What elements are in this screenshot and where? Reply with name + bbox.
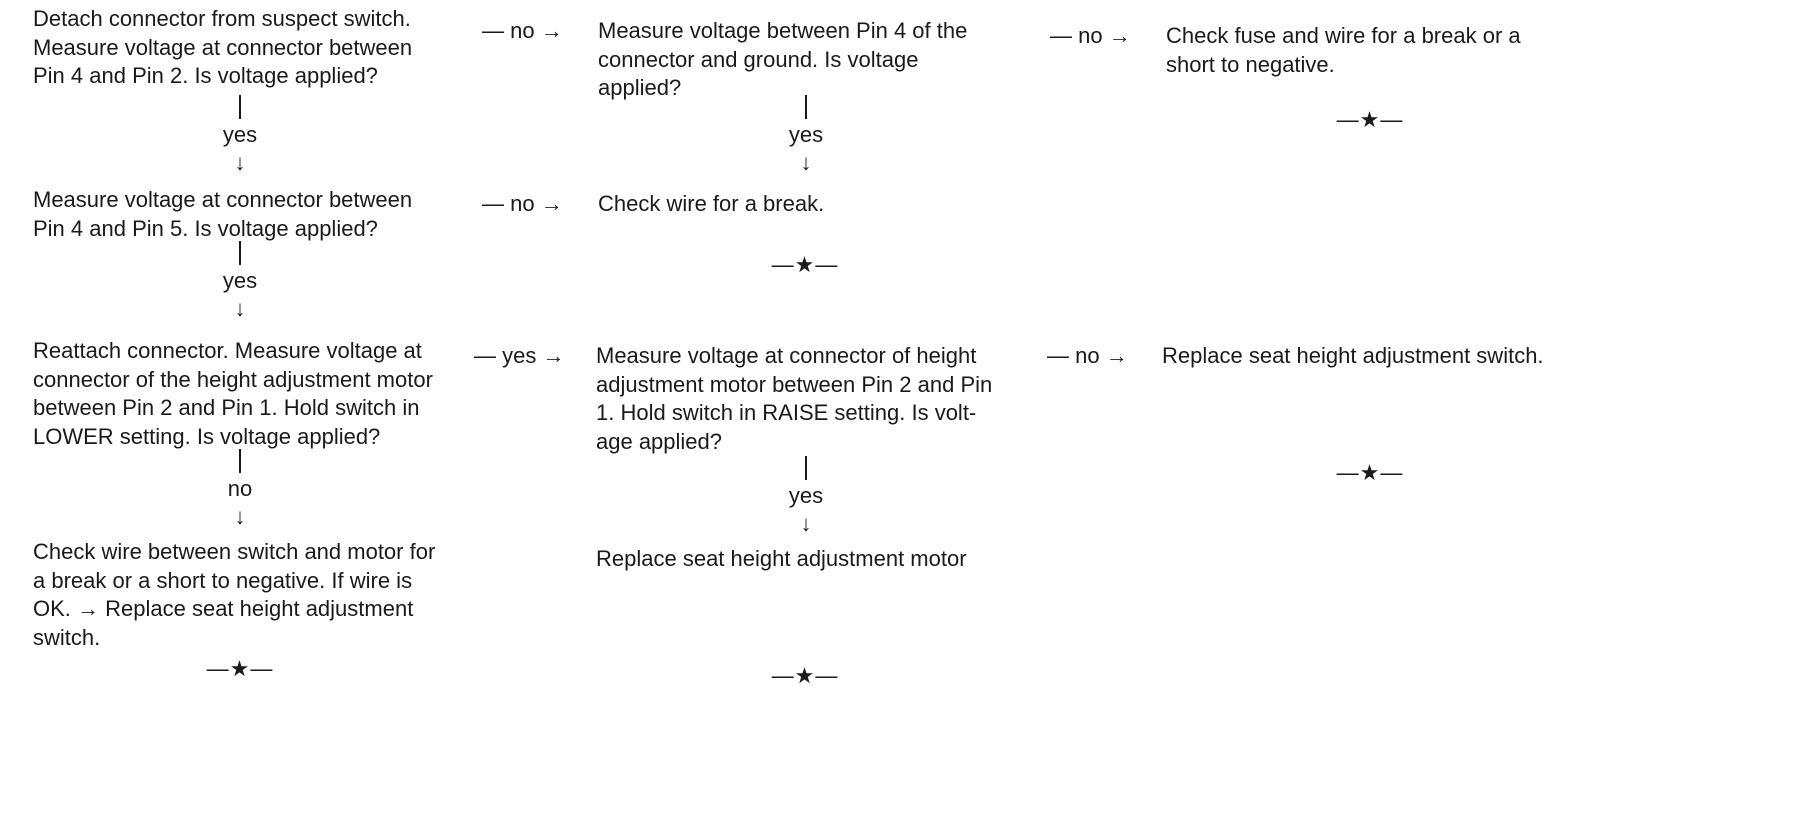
edge-label: yes <box>788 483 824 508</box>
edge-label: no <box>227 476 253 501</box>
arrow-down-icon: ↓ <box>234 504 246 529</box>
step-detach-connector: Detach connector from suspect switch. Me… <box>33 6 413 88</box>
arrow-down-icon: ↓ <box>800 150 812 175</box>
edge-label: yes <box>222 122 258 147</box>
edge-yes-row3: — yes → <box>474 343 565 368</box>
step-replace-motor: Replace seat height adjustment motor <box>596 546 967 571</box>
step-measure-pin4-ground: Measure voltage between Pin 4 of the con… <box>598 18 968 100</box>
end-marker-5: —★— <box>771 663 839 688</box>
edge-yes-down-2: yes ↓ <box>746 92 866 176</box>
edge-yes-down-1: yes ↓ <box>180 92 300 176</box>
edge-no-down: no ↓ <box>180 446 300 530</box>
edge-yes-down-3: yes ↓ <box>180 238 300 322</box>
connector-line <box>746 92 866 122</box>
arrow-down-icon: ↓ <box>234 150 246 175</box>
edge-no-row1-b: — no → <box>1050 23 1131 48</box>
step-check-fuse-wire: Check fuse and wire for a break or a sho… <box>1166 23 1521 77</box>
edge-no-row2: — no → <box>482 191 563 216</box>
connector-line <box>180 446 300 476</box>
edge-no-row3: — no → <box>1047 343 1128 368</box>
step-check-wire-break: Check wire for a break. <box>598 191 825 216</box>
step-measure-raise: Measure voltage at connector of height a… <box>596 343 993 454</box>
edge-label: yes <box>222 268 258 293</box>
edge-no-row1-a: — no → <box>482 18 563 43</box>
arrow-down-icon: ↓ <box>800 511 812 536</box>
connector-line <box>180 238 300 268</box>
connector-line <box>180 92 300 122</box>
edge-yes-down-4: yes ↓ <box>746 453 866 537</box>
step-measure-pin4-pin5: Measure voltage at connector between Pin… <box>33 187 413 241</box>
end-marker-3: —★— <box>1336 460 1404 485</box>
end-marker-4: —★— <box>206 656 274 681</box>
connector-line <box>746 453 866 483</box>
end-marker-1: —★— <box>1336 107 1404 132</box>
arrow-down-icon: ↓ <box>234 296 246 321</box>
step-replace-switch: Replace seat height adjustment switch. <box>1162 343 1544 368</box>
edge-label: yes <box>788 122 824 147</box>
step-reattach-lower: Reattach connector. Measure voltage at c… <box>33 338 433 449</box>
end-marker-2: —★— <box>771 252 839 277</box>
step-check-wire-switch-motor: Check wire between switch and motor for … <box>33 539 436 650</box>
